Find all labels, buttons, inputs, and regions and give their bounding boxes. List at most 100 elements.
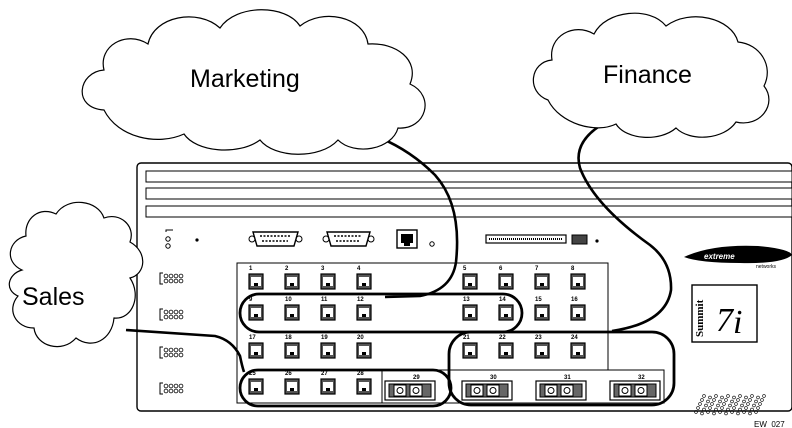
- grille-hole: [736, 398, 740, 402]
- jack-key: [540, 314, 544, 317]
- port-15: 15: [534, 297, 550, 321]
- jack-key: [468, 352, 472, 355]
- jack-opening: [323, 346, 333, 355]
- grille-hole: [726, 407, 730, 412]
- led: [178, 347, 184, 353]
- marketing-cable: [351, 127, 459, 299]
- port-label: 16: [571, 297, 578, 303]
- grille-hole: [756, 395, 760, 400]
- grille-hole: [752, 403, 756, 408]
- jack-key: [540, 283, 544, 286]
- port-14: 14: [498, 297, 514, 321]
- grille-hole: [736, 411, 740, 416]
- jack-opening: [323, 277, 333, 286]
- gbic-port-32: 32: [609, 375, 661, 401]
- led: [178, 273, 184, 279]
- extreme-networks-logo: extreme networks: [684, 245, 792, 270]
- jack-key: [504, 352, 508, 355]
- jack-opening: [573, 346, 583, 355]
- jack-opening: [287, 346, 297, 355]
- grille-hole: [712, 398, 716, 402]
- fiber-ferrule: [547, 387, 555, 394]
- port-label: 14: [499, 297, 506, 303]
- port-17: 17: [248, 335, 264, 359]
- jack-key: [326, 314, 330, 317]
- jack-key: [540, 352, 544, 355]
- jack-key: [290, 314, 294, 317]
- port-label: 23: [535, 335, 542, 341]
- led: [173, 273, 179, 279]
- port-27: 27: [320, 371, 336, 395]
- svg-text:extreme: extreme: [704, 252, 735, 261]
- jack-opening: [323, 382, 333, 391]
- svg-text:7: 7: [716, 302, 735, 339]
- gbic-port-29: 29: [384, 375, 436, 401]
- jack-opening: [537, 277, 547, 286]
- led-cluster: [159, 346, 184, 359]
- grille-hole: [714, 394, 718, 398]
- grille-hole: [746, 402, 750, 406]
- grille-hole: [708, 406, 712, 410]
- serial-port-1-icon: [248, 231, 303, 247]
- port-label: 32: [638, 375, 645, 381]
- port-label: 10: [285, 297, 292, 303]
- grille-hole: [730, 410, 734, 414]
- grille-hole: [738, 407, 742, 412]
- marketing-cloud: Marketing: [81, 9, 426, 155]
- led: [163, 314, 169, 320]
- finance-cable: [577, 119, 673, 333]
- gbic-port-30: 30: [461, 375, 513, 401]
- jack-key: [254, 283, 258, 286]
- sales-cable: [125, 328, 246, 373]
- jack-opening: [359, 382, 369, 391]
- port-25: 25: [248, 371, 264, 395]
- led: [168, 314, 174, 320]
- fiber-connector-icon: [409, 384, 423, 397]
- jack-key: [576, 283, 580, 286]
- port-label: 7: [535, 266, 539, 272]
- jack-key: [504, 314, 508, 317]
- jack-opening: [573, 308, 583, 317]
- grille-hole: [754, 410, 758, 414]
- port-28: 28: [356, 371, 372, 395]
- port-label: 11: [321, 297, 328, 303]
- jack-opening: [537, 308, 547, 317]
- jack-key: [504, 283, 508, 286]
- jack-key: [362, 283, 366, 286]
- jack-opening: [251, 277, 261, 286]
- port-label: 12: [357, 297, 364, 303]
- grille-hole: [706, 410, 710, 414]
- jack-key: [362, 388, 366, 391]
- jack-opening: [251, 346, 261, 355]
- led: [173, 309, 179, 315]
- port-label: 24: [571, 335, 578, 341]
- led: [168, 278, 174, 284]
- grille-hole: [716, 403, 720, 408]
- port-16: 16: [570, 297, 586, 321]
- grille-hole: [720, 395, 724, 400]
- port-23: 23: [534, 335, 550, 359]
- grille-hole: [700, 411, 704, 416]
- port-21: 21: [462, 335, 478, 359]
- jack-opening: [465, 308, 475, 317]
- port-label: 29: [413, 375, 420, 381]
- led: [173, 278, 179, 284]
- fiber-ferrule: [473, 387, 481, 394]
- figure-id: EW_027: [754, 420, 785, 428]
- chassis-vent-2: [145, 187, 792, 200]
- led: [163, 309, 169, 315]
- port-label: 20: [357, 335, 364, 341]
- grille-hole: [740, 403, 744, 408]
- jack-key: [290, 388, 294, 391]
- port-10: 10: [284, 297, 300, 321]
- port-2: 2: [284, 266, 300, 290]
- led: [173, 314, 179, 320]
- chassis-vent-1: [145, 170, 792, 183]
- grille-hole: [708, 395, 712, 400]
- port-label: 21: [463, 335, 470, 341]
- port-label: 18: [285, 335, 292, 341]
- port-8: 8: [570, 266, 586, 290]
- port-label: 19: [321, 335, 328, 341]
- grille-hole: [700, 398, 704, 402]
